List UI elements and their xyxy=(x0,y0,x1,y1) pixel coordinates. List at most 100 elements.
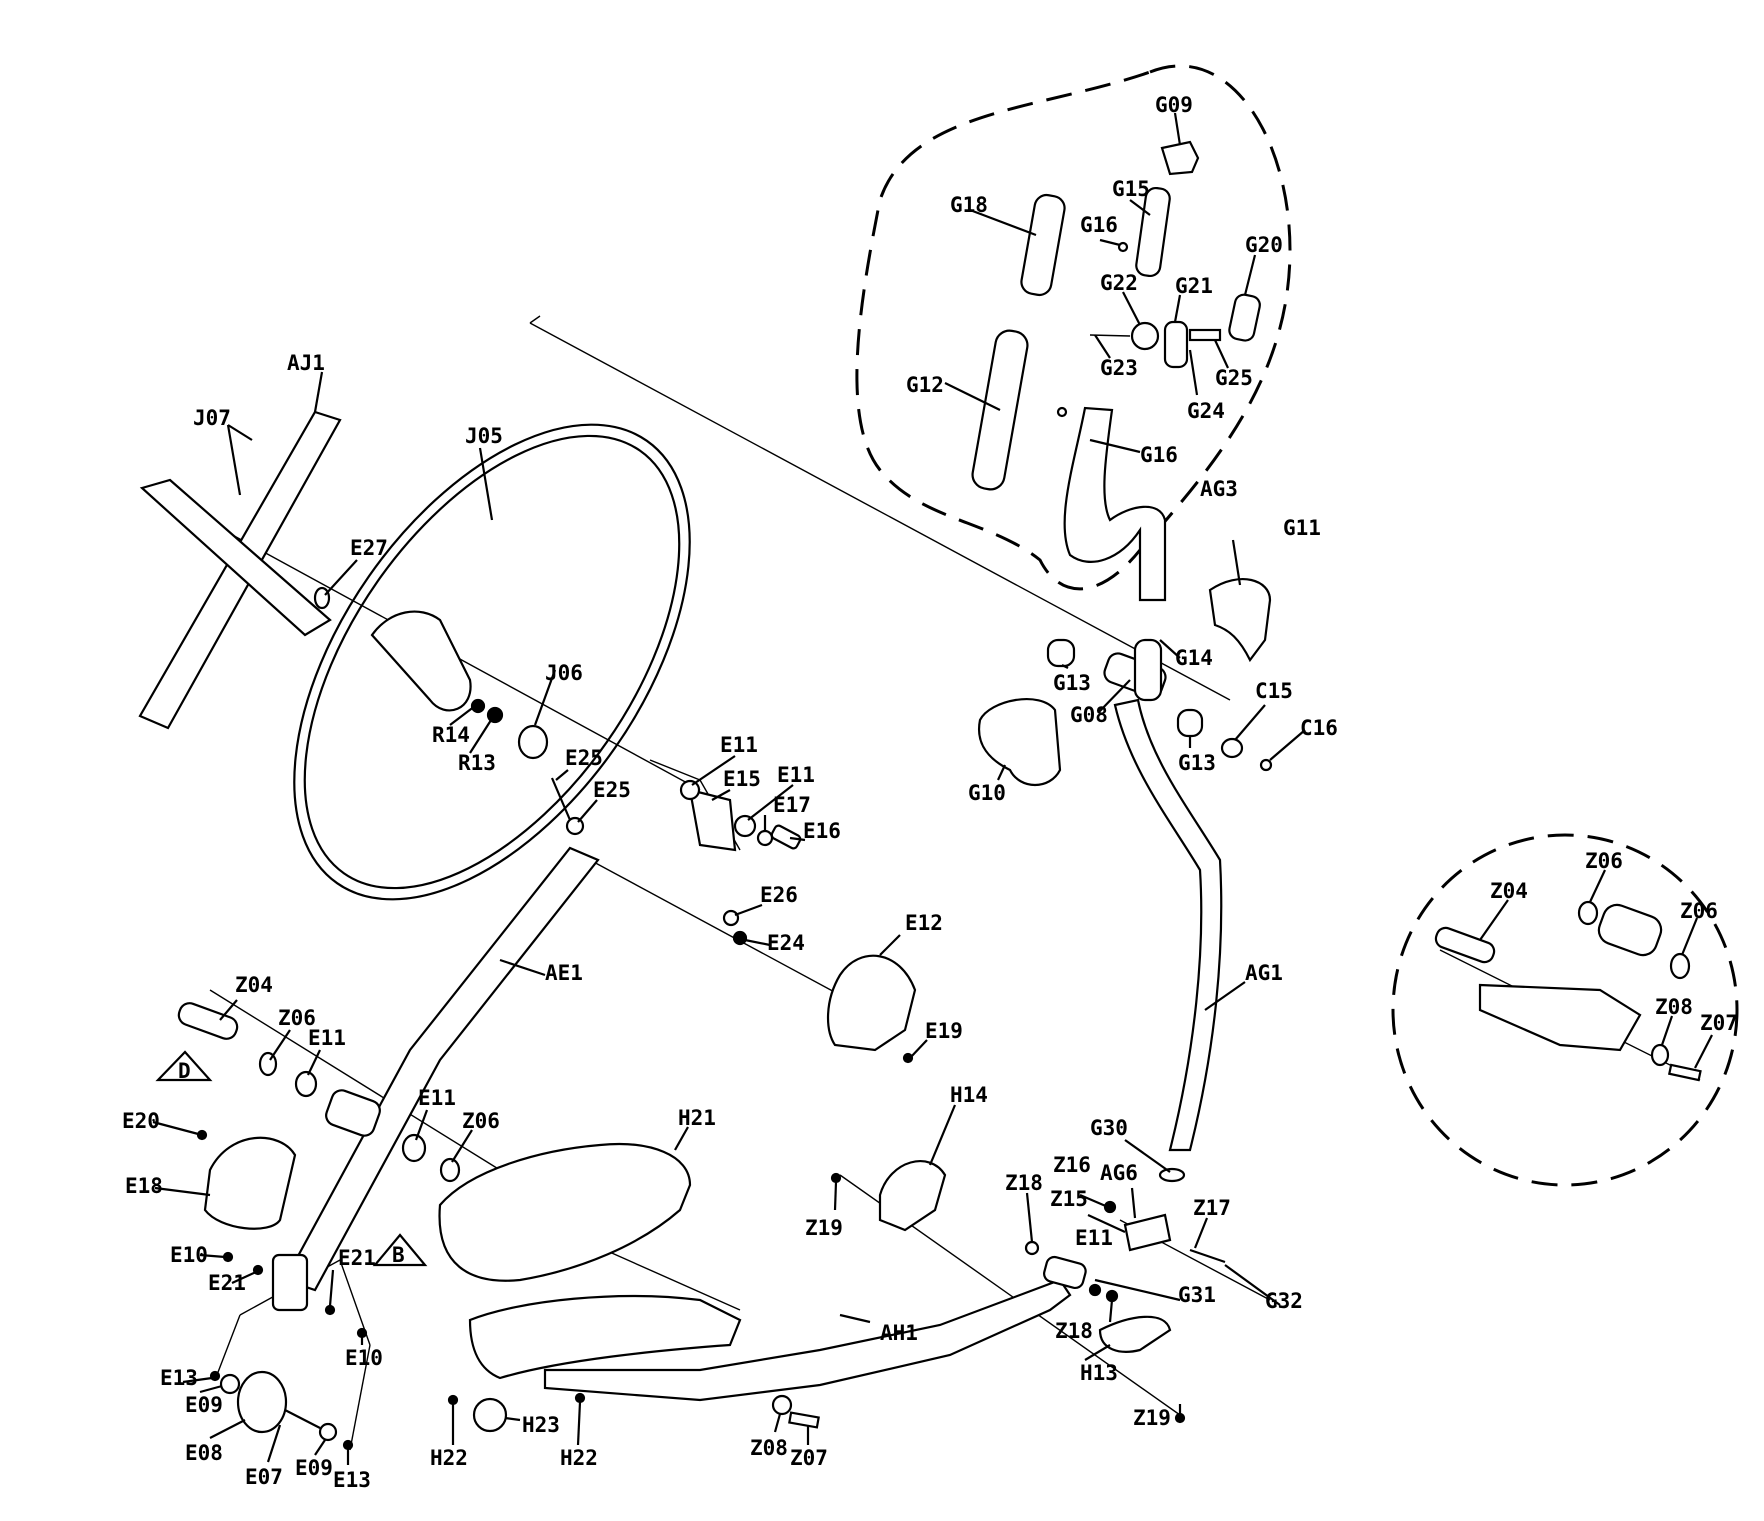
bolt-E13b xyxy=(342,1439,354,1451)
label-E11d: E11 xyxy=(418,1086,456,1110)
bracket-leader xyxy=(214,1314,241,1381)
axle-E07 xyxy=(284,1409,321,1429)
label-Z08a: Z08 xyxy=(750,1436,788,1460)
label-E17: E17 xyxy=(773,793,811,817)
label-E11a: E11 xyxy=(720,733,758,757)
assembly-line-e11 xyxy=(649,759,701,781)
label-E25b: E25 xyxy=(593,778,631,802)
label-E12: E12 xyxy=(905,911,943,935)
nut-E24 xyxy=(732,930,748,946)
label-E10a: E10 xyxy=(170,1243,208,1267)
shroud-G11 xyxy=(1208,578,1272,663)
label-C15: C15 xyxy=(1255,679,1293,703)
label-Z06c: Z06 xyxy=(1585,849,1623,873)
reference-triangle-D xyxy=(155,1050,213,1082)
label-G20: G20 xyxy=(1245,233,1283,257)
label-G14: G14 xyxy=(1175,646,1213,670)
handle-cap-G09 xyxy=(1160,140,1200,176)
bolt-Z07b xyxy=(1667,1063,1702,1082)
reference-triangle-B xyxy=(372,1233,428,1267)
label-G24: G24 xyxy=(1187,399,1225,423)
label-G12: G12 xyxy=(906,373,944,397)
label-E16: E16 xyxy=(803,819,841,843)
washer-C15 xyxy=(1220,737,1244,759)
label-E27: E27 xyxy=(350,536,388,560)
screw-H22a xyxy=(447,1394,459,1406)
label-G21: G21 xyxy=(1175,274,1213,298)
screw-H22b xyxy=(574,1392,586,1404)
nut-E17 xyxy=(756,829,774,847)
label-AE1: AE1 xyxy=(545,961,583,985)
assembly-line-shroud xyxy=(589,859,841,996)
label-AG3: AG3 xyxy=(1200,477,1238,501)
flywheel-J05-inner xyxy=(303,434,681,890)
knob-G22 xyxy=(1130,321,1160,351)
label-G08: G08 xyxy=(1070,703,1108,727)
label-Z18a: Z18 xyxy=(1005,1171,1043,1195)
washer-E11c xyxy=(294,1070,318,1098)
label-Z06d: Z06 xyxy=(1680,899,1718,923)
bushing-G13a xyxy=(1046,638,1076,668)
label-G23: G23 xyxy=(1100,356,1138,380)
label-E21a: E21 xyxy=(208,1271,246,1295)
screw-E10b xyxy=(356,1327,368,1339)
screw-Z19a xyxy=(830,1172,842,1184)
label-Z07b: Z07 xyxy=(1700,1011,1738,1035)
bolt-E11e xyxy=(1088,1283,1102,1297)
label-Z06b: Z06 xyxy=(462,1109,500,1133)
washer-Z18a xyxy=(1024,1240,1040,1256)
screw-E19 xyxy=(902,1052,914,1064)
label-Z16: Z16 xyxy=(1053,1153,1091,1177)
bolt-E13a xyxy=(209,1370,221,1382)
cover-H14 xyxy=(878,1160,947,1232)
pivot-tube xyxy=(1133,638,1163,702)
label-E11c: E11 xyxy=(308,1026,346,1050)
label-AH1: AH1 xyxy=(880,1321,918,1345)
washer-Z08a xyxy=(771,1394,793,1416)
label-G30: G30 xyxy=(1090,1116,1128,1140)
label-R14: R14 xyxy=(432,723,470,747)
assembly-line-top-tick xyxy=(529,315,541,324)
label-G25: G25 xyxy=(1215,366,1253,390)
axle-Z04b xyxy=(1434,926,1496,964)
handlebar-AG3 xyxy=(1063,406,1167,602)
label-E07: E07 xyxy=(245,1465,283,1489)
bushing-detail xyxy=(1597,903,1663,957)
bracket-G21 xyxy=(1163,320,1189,369)
label-H13: H13 xyxy=(1080,1361,1118,1385)
label-Z15: Z15 xyxy=(1050,1187,1088,1211)
pedal-arm-detail-dashed-region xyxy=(1391,833,1739,1187)
bolt-G16b xyxy=(1056,406,1068,418)
washer-Z06b xyxy=(439,1157,461,1183)
bolt-Z07a xyxy=(788,1411,820,1429)
label-H22b: H22 xyxy=(560,1446,598,1470)
label-E19: E19 xyxy=(925,1019,963,1043)
washer-E27 xyxy=(313,586,331,610)
label-H21: H21 xyxy=(678,1106,716,1130)
tube-G20 xyxy=(1228,293,1261,342)
label-Z08b: Z08 xyxy=(1655,995,1693,1019)
label-Z04b: Z04 xyxy=(1490,879,1528,903)
pedal-bracket xyxy=(468,1294,742,1380)
label-E09a: E09 xyxy=(185,1393,223,1417)
label-E15: E15 xyxy=(723,767,761,791)
label-J06: J06 xyxy=(545,661,583,685)
spring-G25 xyxy=(1188,328,1222,342)
shroud-E12 xyxy=(826,954,917,1052)
axle-Z04a xyxy=(177,1002,239,1040)
label-H22a: H22 xyxy=(430,1446,468,1470)
washer-Z18b xyxy=(1105,1289,1119,1303)
bracket-AG6 xyxy=(1123,1213,1172,1252)
label-E20: E20 xyxy=(122,1109,160,1133)
label-Z19a: Z19 xyxy=(805,1216,843,1240)
bolt-E16 xyxy=(770,824,802,850)
label-AJ1: AJ1 xyxy=(287,351,325,375)
label-B: B xyxy=(392,1243,405,1267)
washer-E26 xyxy=(722,909,740,927)
label-E11b: E11 xyxy=(777,763,815,787)
bushing-G13b xyxy=(1176,708,1204,738)
label-E13a: E13 xyxy=(160,1366,198,1390)
assembly-line-crank xyxy=(209,989,501,1171)
label-AG1: AG1 xyxy=(1245,961,1283,985)
rear-arm-AH1 xyxy=(543,1278,1072,1402)
